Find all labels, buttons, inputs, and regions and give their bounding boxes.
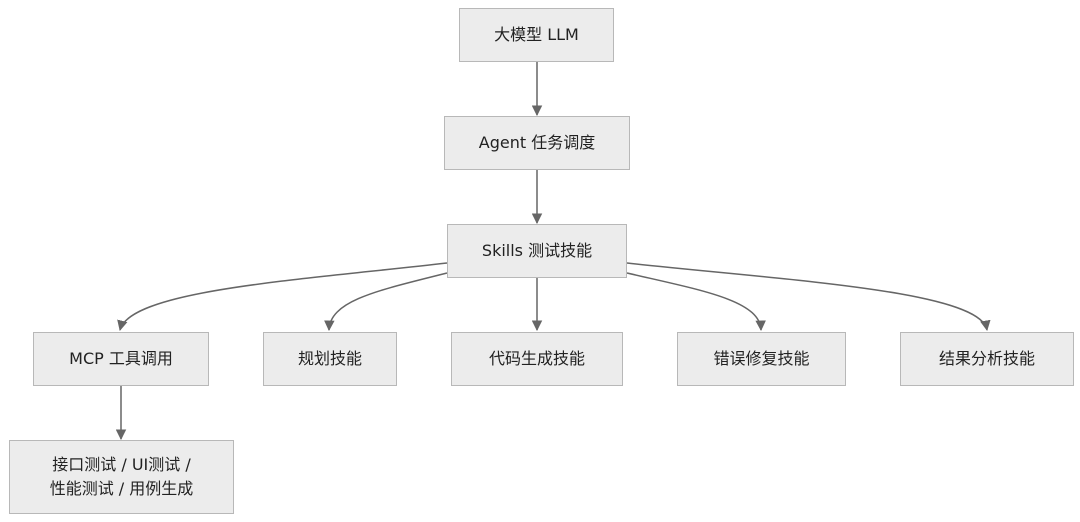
node-analysis: 结果分析技能 (900, 332, 1074, 386)
node-mcp-label: MCP 工具调用 (69, 349, 173, 368)
node-plan-label: 规划技能 (297, 349, 362, 368)
edge-skills-analysis (626, 262, 991, 332)
node-fix-label: 错误修复技能 (713, 349, 810, 368)
node-tests: 接口测试 / UI测试 / 性能测试 / 用例生成 (9, 440, 234, 514)
node-fix: 错误修复技能 (677, 332, 846, 386)
node-skills-label: Skills 测试技能 (481, 241, 593, 260)
node-agent-label: Agent 任务调度 (478, 133, 596, 152)
node-codegen: 代码生成技能 (451, 332, 623, 386)
node-skills: Skills 测试技能 (447, 224, 627, 278)
node-llm: 大模型 LLM (459, 8, 614, 62)
edge-skills-mcp (117, 262, 448, 332)
node-analysis-label: 结果分析技能 (938, 349, 1035, 368)
edge-skills-plan (324, 272, 448, 332)
node-plan: 规划技能 (263, 332, 397, 386)
edge-skills-fix (626, 272, 766, 332)
node-codegen-label: 代码生成技能 (488, 349, 585, 368)
node-agent: Agent 任务调度 (444, 116, 630, 170)
node-tests-label: 接口测试 / UI测试 / 性能测试 / 用例生成 (49, 455, 194, 498)
node-llm-label: 大模型 LLM (494, 25, 579, 44)
node-mcp: MCP 工具调用 (33, 332, 209, 386)
